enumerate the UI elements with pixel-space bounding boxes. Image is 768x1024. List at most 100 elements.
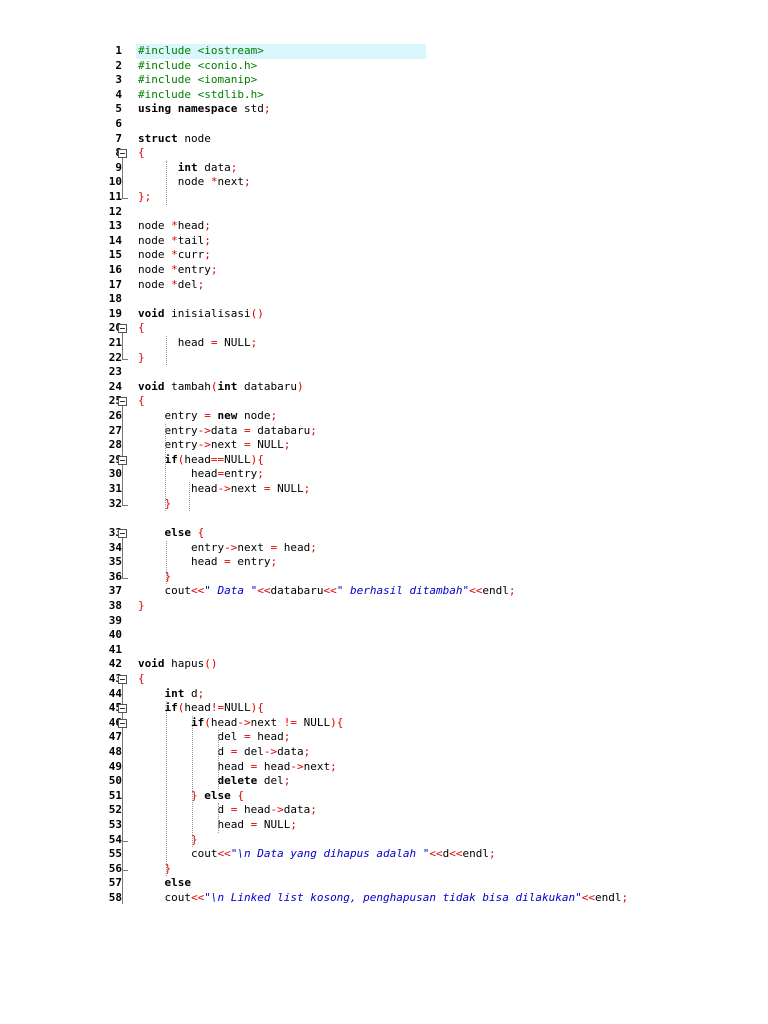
code-line[interactable]: } <box>138 497 172 512</box>
code-line[interactable]: int d; <box>138 687 205 702</box>
code-line[interactable]: node *del; <box>138 278 204 293</box>
code-line[interactable]: cout<<"\n Data yang dihapus adalah "<<d<… <box>138 847 496 862</box>
code-token: = <box>243 423 251 437</box>
code-token: == <box>210 452 225 466</box>
code-token: head <box>138 482 218 495</box>
fold-range-line <box>122 406 123 505</box>
code-token: databaru <box>270 584 324 598</box>
code-token: entry <box>230 555 271 569</box>
code-token: { <box>138 146 145 160</box>
line-number: 14 <box>108 233 122 247</box>
line-number: 36 <box>108 569 122 583</box>
code-line[interactable]: d = head->data; <box>138 803 316 818</box>
code-line[interactable]: node *curr; <box>138 248 211 263</box>
code-line[interactable]: using namespace std; <box>138 102 270 117</box>
code-line[interactable]: head->next = NULL; <box>138 482 310 497</box>
code-line[interactable]: #include <stdlib.h> <box>138 88 264 103</box>
code-token: -> <box>270 803 284 817</box>
code-line[interactable]: else <box>138 876 192 891</box>
code-line[interactable]: } <box>138 833 198 848</box>
indent-guide <box>166 336 167 366</box>
code-line[interactable]: }; <box>138 190 151 205</box>
code-line[interactable]: #include <conio.h> <box>138 59 257 74</box>
code-token: ){ <box>250 701 264 715</box>
code-line[interactable]: entry->next = head; <box>138 541 317 556</box>
code-line[interactable]: if(head->next != NULL){ <box>138 716 343 731</box>
line-number: 55 <box>108 847 122 861</box>
code-line[interactable]: node *entry; <box>138 263 218 278</box>
code-line[interactable]: } <box>138 570 172 585</box>
fold-toggle-icon[interactable] <box>118 704 127 714</box>
code-line[interactable]: } <box>138 599 145 614</box>
code-line[interactable]: void tambah(int databaru) <box>138 380 304 395</box>
code-line[interactable]: { <box>138 394 145 409</box>
line-number: 56 <box>108 861 122 875</box>
code-line[interactable]: { <box>138 146 145 161</box>
code-line[interactable]: head = head->next; <box>138 759 336 775</box>
fold-end-marker <box>122 840 128 842</box>
code-token: -> <box>263 745 278 758</box>
code-line[interactable]: #include <iomanip> <box>138 73 257 88</box>
code-line[interactable]: { <box>138 321 145 336</box>
code-token: ; <box>210 263 218 276</box>
code-editor-panel-2[interactable]: 33 else {34 entry->next = head;35 head =… <box>92 526 652 904</box>
code-token: } <box>138 350 145 364</box>
code-line[interactable]: } <box>138 351 145 366</box>
fold-toggle-icon[interactable] <box>118 675 127 684</box>
fold-toggle-icon[interactable] <box>118 718 127 728</box>
fold-toggle-icon[interactable] <box>118 149 127 159</box>
code-token: = <box>243 730 251 744</box>
code-line[interactable]: entry->next = NULL; <box>138 438 290 453</box>
code-line[interactable]: struct node <box>138 132 211 147</box>
code-line[interactable]: #include <iostream> <box>138 44 264 59</box>
code-line[interactable]: if(head!=NULL){ <box>138 701 264 716</box>
code-line[interactable]: entry = new node; <box>138 409 277 424</box>
code-token <box>138 716 191 729</box>
code-line[interactable]: entry->data = databaru; <box>138 423 316 439</box>
code-token: node <box>138 219 172 233</box>
code-token: head <box>138 336 211 349</box>
code-line[interactable]: head = NULL; <box>138 818 297 833</box>
code-line[interactable]: node *tail; <box>138 234 211 249</box>
code-line[interactable]: head=entry; <box>138 467 264 482</box>
fold-toggle-icon[interactable] <box>118 455 127 465</box>
code-token: -> <box>224 540 238 554</box>
code-token: if <box>164 701 178 715</box>
code-token: data <box>210 423 244 437</box>
code-line[interactable]: cout<<" Data "<<databaru<<" berhasil dit… <box>138 584 515 599</box>
code-line[interactable]: node *head; <box>138 219 211 234</box>
code-token: #include <iostream> <box>138 44 264 57</box>
code-editor-panel-1[interactable]: 1#include <iostream>2#include <conio.h>3… <box>92 44 652 512</box>
code-line[interactable]: } <box>138 862 172 877</box>
code-token: * <box>171 263 178 276</box>
code-line[interactable]: { <box>138 672 145 687</box>
code-line[interactable]: del = head; <box>138 730 290 745</box>
line-number: 37 <box>108 584 122 598</box>
fold-end-marker <box>122 198 128 199</box>
code-token: head <box>257 759 291 773</box>
code-line[interactable]: else { <box>138 526 205 541</box>
code-line[interactable]: head = NULL; <box>138 336 258 351</box>
fold-toggle-icon[interactable] <box>118 397 127 407</box>
code-token: ; <box>204 233 211 247</box>
line-number: 11 <box>108 190 122 203</box>
code-line[interactable]: int data; <box>138 161 238 176</box>
fold-toggle-icon[interactable] <box>118 324 127 334</box>
code-line[interactable]: head = entry; <box>138 555 277 570</box>
code-line[interactable]: node *next; <box>138 175 251 190</box>
code-token: del <box>257 774 284 788</box>
code-line[interactable]: delete del; <box>138 774 290 789</box>
code-token: { <box>138 672 145 685</box>
code-line[interactable]: void inisialisasi() <box>138 307 264 322</box>
code-line[interactable]: } else { <box>138 789 244 804</box>
code-line[interactable]: d = del->data; <box>138 745 310 760</box>
code-line[interactable]: if(head==NULL){ <box>138 453 264 468</box>
code-line[interactable]: void hapus() <box>138 657 218 672</box>
code-token: entry <box>177 263 211 276</box>
line-number: 50 <box>108 774 122 788</box>
code-token: = <box>230 745 238 758</box>
code-token: -> <box>217 482 231 495</box>
fold-toggle-icon[interactable] <box>118 529 127 538</box>
code-line[interactable]: cout<<"\n Linked list kosong, penghapusa… <box>138 891 628 904</box>
code-token: del <box>177 277 198 291</box>
